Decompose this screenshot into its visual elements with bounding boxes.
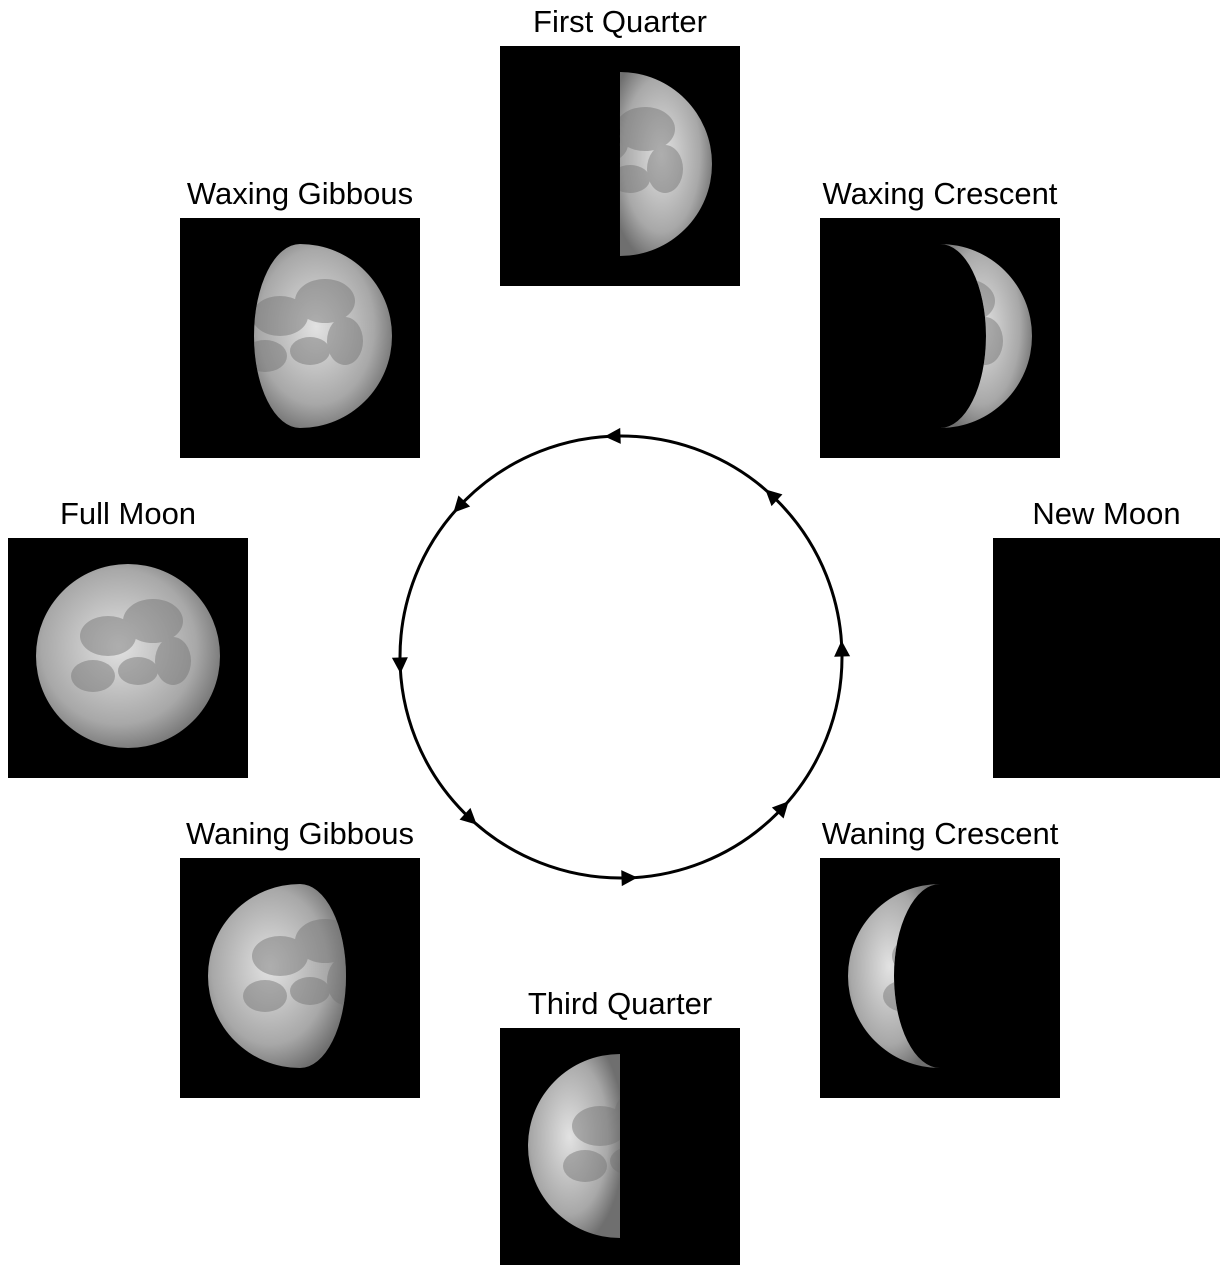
- cycle-arrow: [392, 657, 408, 673]
- phase-full-moon: Full Moon: [8, 538, 248, 778]
- moon-illustration: [500, 46, 740, 286]
- moon-illustration: [8, 538, 248, 778]
- moon-photo: [180, 218, 420, 458]
- moon-illustration: [500, 1028, 740, 1265]
- moon-photo: [993, 538, 1220, 778]
- moon-photo: [8, 538, 248, 778]
- moon-illustration: [180, 858, 420, 1098]
- phase-label: Third Quarter: [460, 986, 780, 1022]
- moon-maria: [883, 279, 1003, 372]
- moon-lit-area: [528, 1054, 620, 1238]
- phase-label: Waxing Crescent: [780, 176, 1100, 212]
- moon-illustration: [180, 218, 420, 458]
- moon-maria: [883, 919, 1003, 1012]
- cycle-arrow: [604, 428, 620, 444]
- phase-label: Waning Gibbous: [140, 816, 460, 852]
- moon-photo: [500, 46, 740, 286]
- moon-illustration: [993, 538, 1220, 778]
- cycle-circle: [400, 436, 842, 878]
- moon-lit-area: [254, 244, 392, 428]
- phase-label: First Quarter: [460, 4, 780, 40]
- moon-lit-area: [848, 884, 940, 1068]
- moon-photo: [820, 858, 1060, 1098]
- phase-first-quarter: First Quarter: [500, 46, 740, 286]
- phase-waning-crescent: Waning Crescent: [820, 858, 1060, 1098]
- moon-maria: [563, 107, 683, 200]
- phase-new-moon: New Moon: [993, 538, 1220, 778]
- phase-label: Waning Crescent: [780, 816, 1100, 852]
- moon-illustration: [820, 858, 1060, 1098]
- moon-photo: [820, 218, 1060, 458]
- phase-waxing-gibbous: Waxing Gibbous: [180, 218, 420, 458]
- moon-photo: [180, 858, 420, 1098]
- phase-label: Full Moon: [0, 496, 288, 532]
- phase-label: New Moon: [953, 496, 1220, 532]
- phase-third-quarter: Third Quarter: [500, 1028, 740, 1265]
- phase-waxing-crescent: Waxing Crescent: [820, 218, 1060, 458]
- moon-photo: [500, 1028, 740, 1265]
- moon-disc: [36, 564, 220, 748]
- cycle-arrow: [621, 870, 637, 886]
- cycle-arrow: [834, 640, 850, 656]
- moon-lit-area: [208, 884, 346, 1068]
- phase-waning-gibbous: Waning Gibbous: [180, 858, 420, 1098]
- moon-illustration: [820, 218, 1060, 458]
- phase-label: Waxing Gibbous: [140, 176, 460, 212]
